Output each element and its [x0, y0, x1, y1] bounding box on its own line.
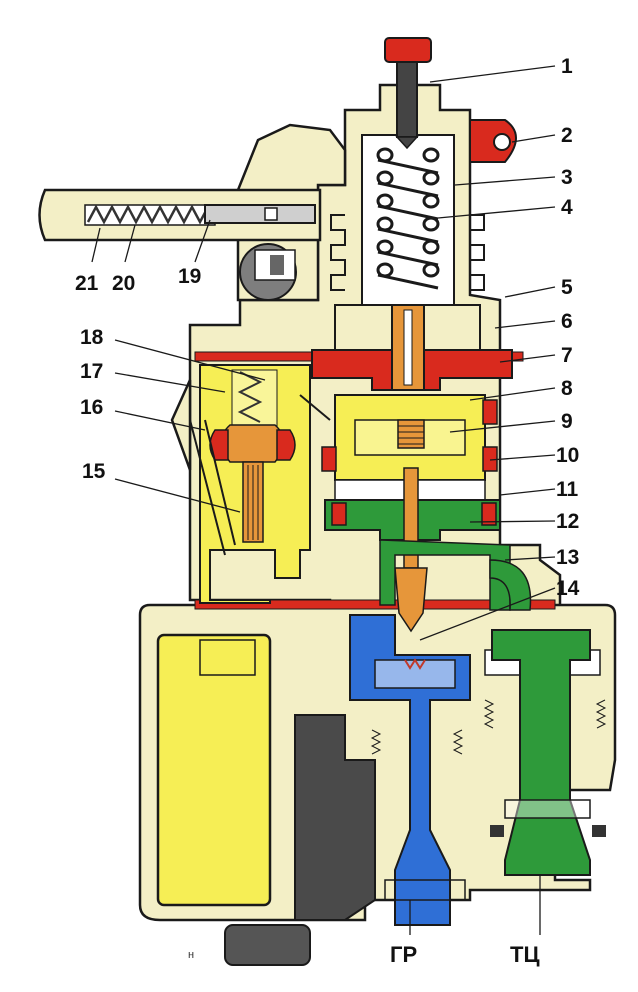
callout-14: 14 [556, 577, 580, 600]
callout-19: 19 [178, 265, 201, 288]
middle-piston [321, 394, 498, 481]
callout-4: 4 [561, 196, 573, 219]
callout-1: 1 [561, 55, 573, 78]
spring-chamber [330, 134, 485, 306]
callout-16: 16 [80, 396, 103, 419]
green-passage [379, 539, 532, 611]
dark-insert [224, 714, 376, 966]
main-spring [376, 147, 440, 290]
callout-20: 20 [112, 272, 135, 295]
port-label-gr: ГР [390, 942, 417, 967]
callout-2: 2 [561, 124, 573, 147]
callout-18: 18 [80, 326, 104, 349]
callout-7: 7 [561, 344, 573, 367]
small-marking: н [188, 949, 194, 961]
callout-6: 6 [561, 310, 573, 333]
lever-assembly [84, 204, 316, 226]
callout-13: 13 [556, 546, 579, 569]
callout-21: 21 [75, 272, 99, 295]
callout-leaders [91, 65, 556, 935]
callout-3: 3 [561, 166, 573, 189]
callout-15: 15 [82, 460, 106, 483]
mounting-eye [469, 119, 517, 163]
callout-10: 10 [556, 444, 579, 467]
left-valve-assembly [189, 364, 331, 604]
callout-5: 5 [561, 276, 573, 299]
cam [239, 243, 297, 301]
callout-labels: 1 2 3 4 5 6 7 8 9 10 11 12 13 14 15 16 1… [75, 55, 580, 967]
callout-9: 9 [561, 410, 573, 433]
outlet-tc [483, 629, 607, 876]
upper-piston [311, 304, 513, 391]
callout-12: 12 [556, 510, 579, 533]
housing-ribs [330, 214, 485, 291]
callout-11: 11 [556, 478, 579, 501]
port-label-tc: ТЦ [510, 942, 540, 967]
adjusting-screw [384, 37, 432, 150]
callout-8: 8 [561, 377, 573, 400]
inlet-valve-gr [349, 614, 471, 926]
yellow-reservoir [156, 633, 272, 907]
callout-17: 17 [80, 360, 103, 383]
